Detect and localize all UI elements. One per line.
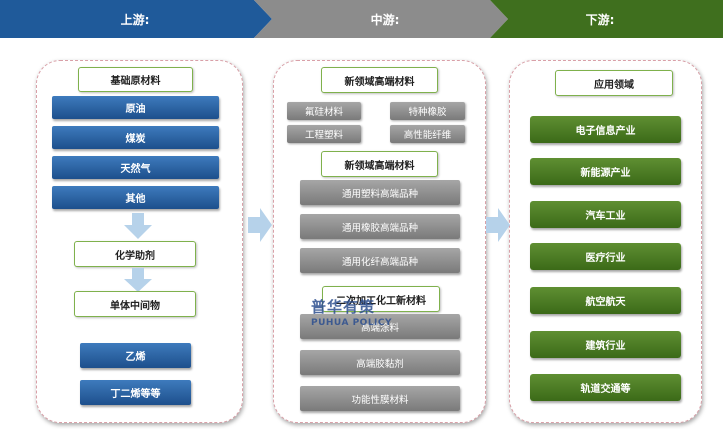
mid-item-functional-film: 功能性膜材料 xyxy=(300,386,460,411)
midstream-title-2: 新领域高端材料 xyxy=(321,151,438,177)
app-item-aerospace: 航空航天 xyxy=(530,287,681,314)
app-item-rail-transit: 轨道交通等 xyxy=(530,374,681,401)
raw-materials-title: 基础原材料 xyxy=(78,67,193,92)
arrow-right-icon xyxy=(248,208,272,242)
app-item-construction: 建筑行业 xyxy=(530,331,681,358)
upstream-header: 上游: xyxy=(120,12,150,27)
watermark-logo-subtext: PUHUA POLICY xyxy=(311,318,393,328)
raw-item-coal: 煤炭 xyxy=(52,126,219,149)
midstream-chevron xyxy=(254,0,508,38)
mid-item-premium-adhesive: 高端胶黏剂 xyxy=(300,350,460,375)
midstream-title-3: 二次加工化工新材料 xyxy=(322,286,440,312)
arrow-right-icon xyxy=(486,208,510,242)
monomer-label: 单体中间物 xyxy=(74,291,196,317)
raw-item-crude-oil: 原油 xyxy=(52,96,219,119)
downstream-panel xyxy=(509,60,702,423)
app-item-new-energy: 新能源产业 xyxy=(530,158,681,185)
arrow-down-icon xyxy=(124,213,152,239)
monomer-item-ethylene: 乙烯 xyxy=(80,343,191,368)
mid-item-plastics-premium: 通用塑料高端品种 xyxy=(300,180,460,205)
chemical-additive-label: 化学助剂 xyxy=(74,241,196,267)
app-item-electronics: 电子信息产业 xyxy=(530,116,681,143)
midstream-title-1: 新领域高端材料 xyxy=(321,67,438,93)
mid-item-special-rubber: 特种橡胶 xyxy=(390,102,465,120)
watermark-logo-text: 普华有策 xyxy=(311,298,376,316)
raw-item-natural-gas: 天然气 xyxy=(52,156,219,179)
stage-header-bar xyxy=(0,0,723,38)
monomer-item-butadiene: 丁二烯等等 xyxy=(80,380,191,405)
app-item-medical: 医疗行业 xyxy=(530,243,681,270)
mid-item-premium-coating: 高端涂料 xyxy=(300,314,460,339)
mid-item-engineering-plastics: 工程塑料 xyxy=(287,125,361,143)
upstream-chevron xyxy=(0,0,272,38)
mid-item-high-performance-fiber: 高性能纤维 xyxy=(390,125,465,143)
downstream-header: 下游: xyxy=(585,12,615,27)
application-field-title: 应用领域 xyxy=(555,70,673,96)
mid-item-fluorosilicone: 氟硅材料 xyxy=(287,102,361,120)
arrow-down-icon xyxy=(124,268,152,292)
downstream-chevron xyxy=(490,0,723,38)
mid-item-rubber-premium: 通用橡胶高端品种 xyxy=(300,214,460,239)
midstream-header: 中游: xyxy=(370,12,400,27)
app-item-automotive: 汽车工业 xyxy=(530,201,681,228)
raw-item-other: 其他 xyxy=(52,186,219,209)
mid-item-fiber-premium: 通用化纤高端品种 xyxy=(300,248,460,273)
